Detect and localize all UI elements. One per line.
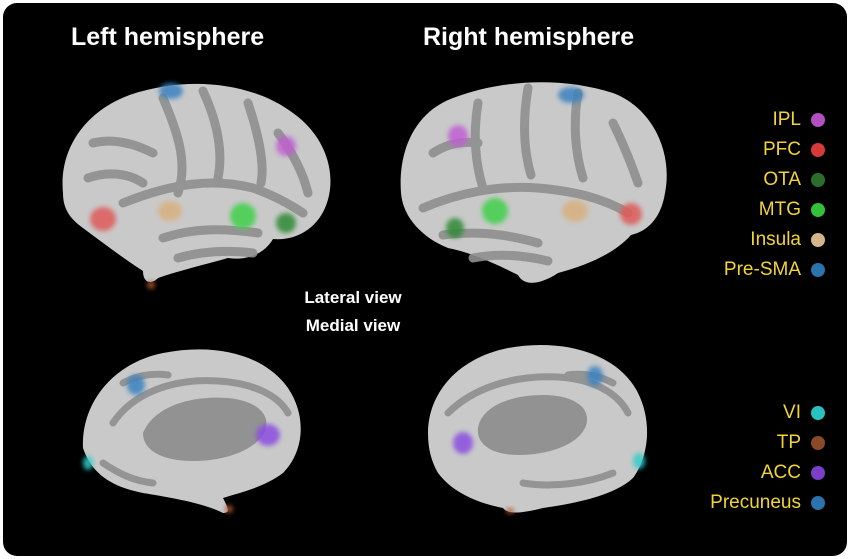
legend-swatch	[811, 203, 825, 217]
left-lateral-sulci	[83, 86, 313, 263]
legend-label: OTA	[763, 169, 801, 190]
legend-label: Pre-SMA	[723, 259, 801, 280]
legend-swatch	[811, 113, 825, 127]
legend-item: Precuneus	[605, 488, 825, 518]
legend-swatch	[811, 233, 825, 247]
legend-label: TP	[776, 432, 801, 453]
left-hemisphere-title: Left hemisphere	[71, 23, 265, 51]
legend-label: PFC	[763, 139, 801, 160]
left-medial-brain	[82, 349, 301, 513]
legend-swatch	[811, 173, 825, 187]
legend-swatch	[811, 496, 825, 510]
legend-label: ACC	[760, 462, 801, 483]
legend-item: Pre-SMA	[605, 255, 825, 285]
legend-label: Insula	[750, 229, 801, 250]
legend-item: PFC	[605, 135, 825, 165]
brain-illustrations	[62, 82, 667, 514]
legend-medial: VI TP ACC Precuneus	[605, 398, 825, 518]
legend-item: VI	[605, 398, 825, 428]
legend-item: IPL	[605, 105, 825, 135]
medial-view-label: Medial view	[305, 316, 401, 335]
right-lateral-brain	[400, 82, 667, 283]
legend-label: IPL	[772, 109, 801, 130]
legend-item: Insula	[605, 225, 825, 255]
legend-item: MTG	[605, 195, 825, 225]
legend-label: MTG	[758, 199, 801, 220]
legend-swatch	[811, 406, 825, 420]
legend-swatch	[811, 263, 825, 277]
legend-swatch	[811, 143, 825, 157]
legend-label: VI	[783, 402, 801, 423]
figure-panel: Left hemisphere Right hemisphere	[3, 3, 847, 556]
legend-label: Precuneus	[710, 492, 801, 513]
left-lateral-brain	[62, 83, 331, 289]
legend-swatch	[811, 436, 825, 450]
lateral-view-label: Lateral view	[304, 288, 402, 307]
right-lateral-sulci	[418, 83, 643, 266]
legend-item: TP	[605, 428, 825, 458]
right-hemisphere-title: Right hemisphere	[423, 23, 635, 51]
legend-item: ACC	[605, 458, 825, 488]
right-medial-brain	[428, 345, 648, 514]
legend-swatch	[811, 466, 825, 480]
legend-item: OTA	[605, 165, 825, 195]
